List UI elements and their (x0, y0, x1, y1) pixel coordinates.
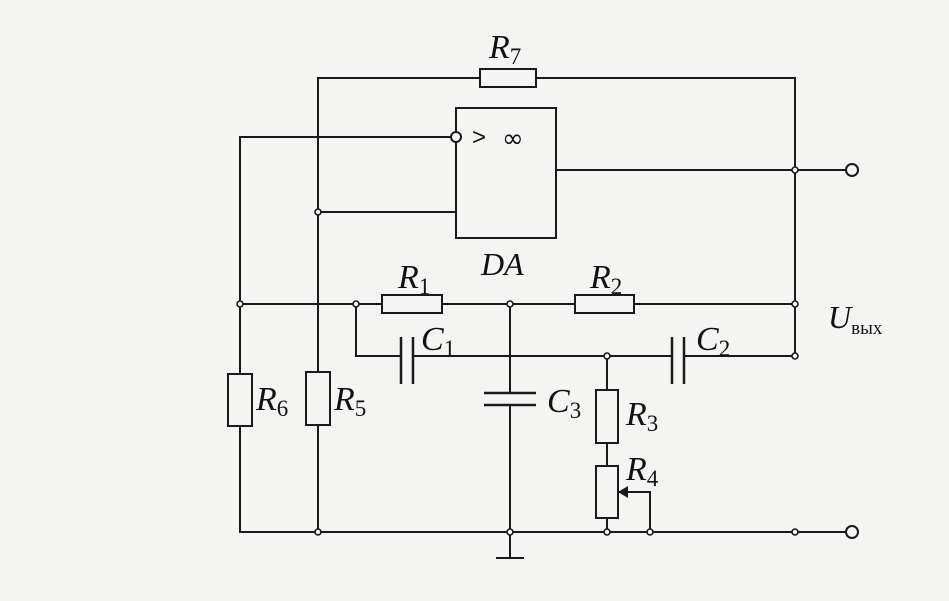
inverting-input-circle (450, 131, 462, 143)
label-c1: C1 (421, 321, 455, 361)
label-r3: R3 (625, 396, 658, 436)
opamp-gain-value: ∞ (502, 124, 524, 154)
opamp-gain-symbol: > (472, 124, 486, 151)
label-r6: R6 (255, 381, 288, 421)
label-r1: R1 (397, 259, 430, 299)
resistor-r5 (305, 371, 331, 426)
label-r4: R4 (625, 451, 659, 491)
resistor-r1 (381, 294, 443, 314)
resistor-r6 (227, 373, 253, 427)
label-r7: R7 (488, 29, 521, 69)
label-c3: C3 (547, 383, 581, 423)
wire-inverting-input (239, 136, 452, 533)
capacitor-c3 (484, 391, 536, 407)
r4-wiper-arrowhead (618, 486, 628, 498)
output-terminal-bottom (845, 525, 859, 539)
label-output-voltage: Uвых (828, 299, 883, 339)
wire-r4-wiper (633, 491, 651, 533)
capacitor-c1 (399, 337, 415, 384)
label-r5: R5 (333, 381, 366, 421)
wire-low-a (355, 303, 401, 357)
resistor-r4 (595, 465, 619, 519)
junction-dots (236, 166, 799, 536)
label-r2: R2 (589, 259, 622, 299)
capacitor-c2 (670, 337, 686, 384)
opamp-body (455, 107, 557, 239)
wire-r7-right (535, 77, 796, 357)
resistor-r3 (595, 389, 619, 444)
opamp-label: DA (480, 246, 524, 282)
output-terminal-top (845, 163, 859, 177)
opamp-da: > ∞ DA (450, 107, 557, 282)
resistor-r7 (479, 68, 537, 88)
label-c2: C2 (696, 321, 730, 361)
resistor-r2 (574, 294, 635, 314)
